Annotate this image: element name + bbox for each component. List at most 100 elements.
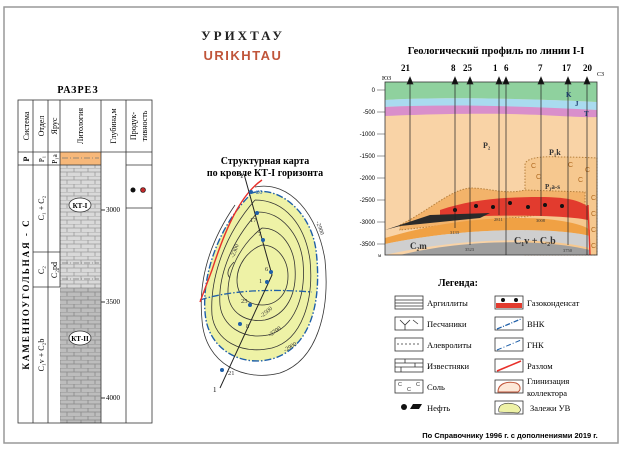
profile-well-21: 21 [401, 63, 411, 73]
profile-well-8: 8 [451, 63, 456, 73]
system-p: P [22, 156, 31, 161]
legend-clay-2: коллектора [527, 388, 567, 398]
layer-c2m: C₂m [410, 241, 427, 251]
legend-siltstones: Алевролиты [427, 340, 472, 350]
line-label-bottom: 1 [213, 386, 217, 394]
layer-t: T [584, 110, 589, 118]
header-system: Система [22, 111, 31, 140]
ytick-1000: -1000 [360, 132, 376, 138]
section-title: РАЗРЕЗ [57, 85, 98, 96]
svg-text:C: C [585, 167, 590, 174]
layer-p1k: P₁k [549, 148, 561, 157]
svg-text:C: C [591, 211, 596, 218]
map-well-21: 21 [228, 370, 235, 377]
depth-3500: 3500 [106, 298, 121, 306]
svg-text:C: C [568, 162, 573, 169]
profile-well-7: 7 [538, 63, 543, 73]
fault-line [199, 179, 263, 303]
layer-p2: P₂ [483, 141, 491, 150]
ytick-0: 0 [372, 88, 376, 94]
svg-text:C: C [416, 382, 420, 388]
svg-text:C: C [578, 177, 583, 184]
well-depth-3750: 3750 [563, 248, 573, 253]
map-well-7: 7 [258, 231, 262, 238]
stage-c2pd: C₂pd [50, 262, 59, 278]
profile-title: Геологический профиль по линии I-I [408, 46, 585, 57]
header-stage: Ярус [50, 117, 59, 134]
horizon-kt1: КТ-I [73, 202, 88, 210]
map-well-8: 8 [246, 323, 249, 330]
svg-text:C: C [591, 195, 596, 202]
svg-text:C: C [591, 227, 596, 234]
layer-j: J [575, 100, 579, 108]
structural-map: Структурная карта по кровле КТ-I горизон… [199, 156, 327, 394]
map-well-25: 25 [241, 298, 248, 305]
profile-well-20: 20 [583, 63, 593, 73]
map-well-17: 17 [250, 217, 257, 224]
well-depth-3523: 3523 [465, 247, 475, 252]
hc-zone [203, 190, 319, 362]
title-en: URIKHTAU [204, 48, 283, 63]
direction-nw: СЗ [597, 72, 604, 78]
legend-fault: Разлом [527, 361, 553, 371]
legend-sandstones: Песчаники [427, 319, 467, 329]
map-title-1: Структурная карта [221, 156, 309, 167]
legend-argillites: Аргиллиты [427, 298, 468, 308]
header-lithology: Литология [76, 108, 85, 145]
series-c2: C₂ [37, 266, 46, 274]
footer-source: По Справочнику 1996 г. с дополнениями 20… [422, 431, 597, 440]
layer-c1v-c2b: C₁v + C₂b [514, 236, 556, 247]
header-series: Отдел [37, 116, 46, 137]
series-p1: P₁ [38, 156, 46, 162]
ytick-1500: -1500 [360, 154, 376, 160]
svg-text:C: C [531, 163, 536, 170]
header-productivity-1: Продук- [129, 112, 138, 141]
y-unit: м [378, 254, 382, 259]
legend-salt: Соль [427, 382, 445, 392]
map-title-2: по кровле КТ-I горизонта [207, 168, 323, 179]
contour-label-2900b: -2900 [314, 221, 324, 236]
oil-wedge [385, 213, 490, 230]
horizon-kt2: КТ-II [71, 335, 89, 343]
contour-label-2300: -2300 [230, 243, 240, 258]
profile-well-6: 6 [504, 63, 509, 73]
layer-k: K [566, 91, 572, 99]
layer-p1a-s: P₁a-s [545, 183, 560, 191]
direction-sw: ЮЗ [382, 76, 391, 82]
svg-text:C: C [536, 174, 541, 181]
ytick-3500: -3500 [360, 242, 376, 248]
system-carboniferous: КАМЕННОУГОЛЬНАЯ - С [21, 218, 31, 369]
legend-hc-deposits: Залежи УВ [530, 403, 571, 413]
gas-indicator-icon [140, 187, 146, 193]
legend-title: Легенда: [438, 278, 478, 289]
legend-vnk: ВНК [527, 319, 545, 329]
title-ru: УРИХТАУ [201, 28, 285, 43]
svg-text:C: C [591, 243, 596, 250]
well-depth-2811: 2811 [494, 217, 503, 222]
ytick-2000: -2000 [360, 176, 376, 182]
header-depth: Глубина,м [109, 108, 118, 143]
map-well-20: 20 [256, 189, 263, 196]
depth-4000: 4000 [106, 394, 121, 402]
legend-oil: Нефть [427, 403, 450, 413]
ytick-3000: -3000 [360, 220, 376, 226]
map-well-1: 1 [259, 278, 262, 285]
series-c1v-c2b: C₁v + C₂b [37, 339, 46, 372]
svg-text:C: C [407, 387, 411, 393]
oil-indicator-icon [130, 187, 136, 193]
stage-p1a: P₁a [51, 153, 59, 163]
profile-well-17: 17 [562, 63, 572, 73]
svg-text:C: C [398, 382, 402, 388]
ytick-2500: -2500 [360, 198, 376, 204]
series-c1-c2: C₁ + C₂ [37, 195, 46, 220]
profile-well-1: 1 [493, 63, 498, 73]
header-productivity-2: тивность [140, 110, 149, 141]
legend-limestones: Известняки [427, 361, 470, 371]
profile-well-25: 25 [463, 63, 473, 73]
profile-line [219, 173, 273, 389]
legend-gas-condensate: Газоконденсат [527, 298, 580, 308]
